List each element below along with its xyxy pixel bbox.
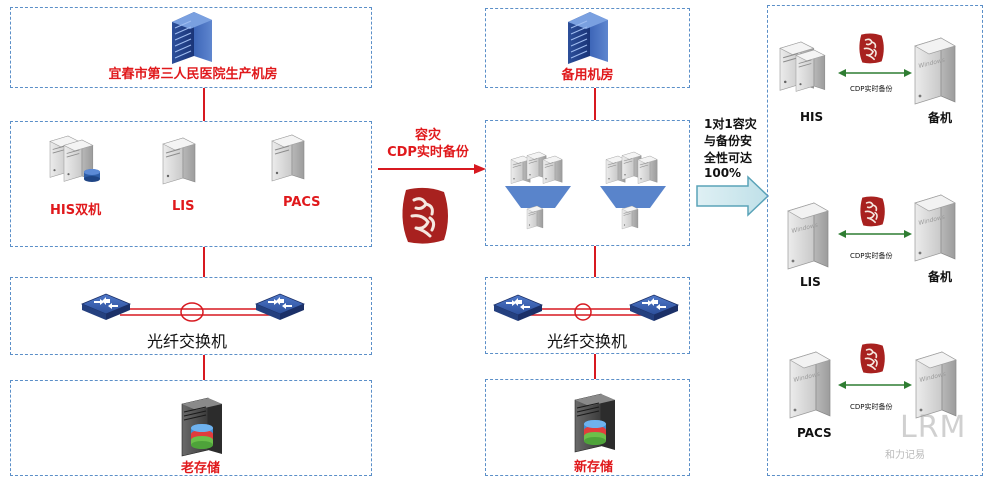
his-dual-server-icon xyxy=(49,135,100,182)
primary-servers-box xyxy=(10,121,372,247)
his-dual-label: HIS双机 xyxy=(50,203,102,218)
backup-switch-left-icon xyxy=(493,294,543,322)
vm-host-2-icon xyxy=(600,151,666,230)
primary-switch-label: 光纤交换机 xyxy=(147,332,228,351)
backup-building-icon xyxy=(567,11,609,65)
primary-switch-box xyxy=(10,277,372,355)
pair-lis-label: LIS xyxy=(800,275,821,289)
pair-pacs-server-icon xyxy=(789,351,831,419)
primary-connector-3 xyxy=(203,355,205,380)
lis-server-icon xyxy=(162,137,196,185)
pair-his-label: HIS xyxy=(800,110,824,124)
pair-his-standby-icon xyxy=(914,37,956,105)
backup-servers-box xyxy=(485,120,690,246)
lis-label: LIS xyxy=(172,199,195,214)
primary-connector-1 xyxy=(203,88,205,121)
backup-switch-box xyxy=(485,277,690,354)
pair-lis-standby-label: 备机 xyxy=(928,270,953,284)
new-storage-label: 新存储 xyxy=(574,460,614,475)
old-storage-label: 老存储 xyxy=(181,461,221,476)
beichixin-seal-logo xyxy=(400,186,450,246)
arrow-text-line2: 与备份安 xyxy=(704,134,753,148)
backup-site-header-box xyxy=(485,8,690,88)
big-right-arrow xyxy=(696,175,770,217)
primary-switch-right-icon xyxy=(255,293,305,321)
backup-switch-right-icon xyxy=(629,294,679,322)
primary-building-icon xyxy=(171,11,213,65)
pair-pacs-seal xyxy=(859,342,886,375)
pair-his-arrow xyxy=(838,69,912,77)
primary-connector-2 xyxy=(203,247,205,277)
primary-site-title: 宜春市第三人民医院生产机房 xyxy=(108,67,278,82)
new-storage-icon xyxy=(574,393,616,453)
backup-switch-label: 光纤交换机 xyxy=(547,332,628,351)
pair-his-caption: CDP实时备份 xyxy=(850,85,893,93)
backup-connector-1 xyxy=(594,88,596,120)
vm-host-1-icon xyxy=(505,151,571,230)
pair-pacs-label: PACS xyxy=(797,426,832,440)
backup-switch-link xyxy=(525,303,649,321)
pairs-box xyxy=(767,5,983,476)
pair-pacs-caption: CDP实时备份 xyxy=(850,403,893,411)
link-text-line2: CDP实时备份 xyxy=(387,145,469,160)
pair-lis-standby-icon xyxy=(914,194,956,262)
primary-switch-left-icon xyxy=(81,293,131,321)
arrow-text-line3: 全性可达 xyxy=(704,151,753,165)
pair-pacs-standby-icon xyxy=(915,351,957,419)
watermark-logo: LRM xyxy=(900,410,967,445)
link-arrow xyxy=(378,164,486,174)
arrow-text-line1: 1对1容灾 xyxy=(704,117,757,131)
primary-storage-box xyxy=(10,380,372,476)
pair-lis-caption: CDP实时备份 xyxy=(850,252,893,260)
backup-storage-box xyxy=(485,379,690,476)
old-storage-icon xyxy=(181,397,223,457)
pair-lis-server-icon xyxy=(787,202,829,270)
pair-lis-seal xyxy=(859,195,886,228)
pair-his-seal xyxy=(858,32,885,65)
arrow-text-line4: 100% xyxy=(704,166,742,180)
primary-switch-link xyxy=(120,302,270,322)
backup-site-title: 备用机房 xyxy=(561,68,614,83)
pair-his-standby-label: 备机 xyxy=(928,111,953,125)
pair-lis-arrow xyxy=(838,230,912,238)
link-text-line1: 容灾 xyxy=(414,128,441,143)
pacs-server-icon xyxy=(271,134,305,182)
watermark-sub: 和力记易 xyxy=(885,450,925,461)
pair-pacs-arrow xyxy=(838,381,912,389)
primary-site-header-box xyxy=(10,7,372,88)
backup-connector-3 xyxy=(594,354,596,379)
pacs-label: PACS xyxy=(283,195,321,210)
backup-connector-2 xyxy=(594,246,596,277)
pair-his-server-icon xyxy=(779,41,826,92)
